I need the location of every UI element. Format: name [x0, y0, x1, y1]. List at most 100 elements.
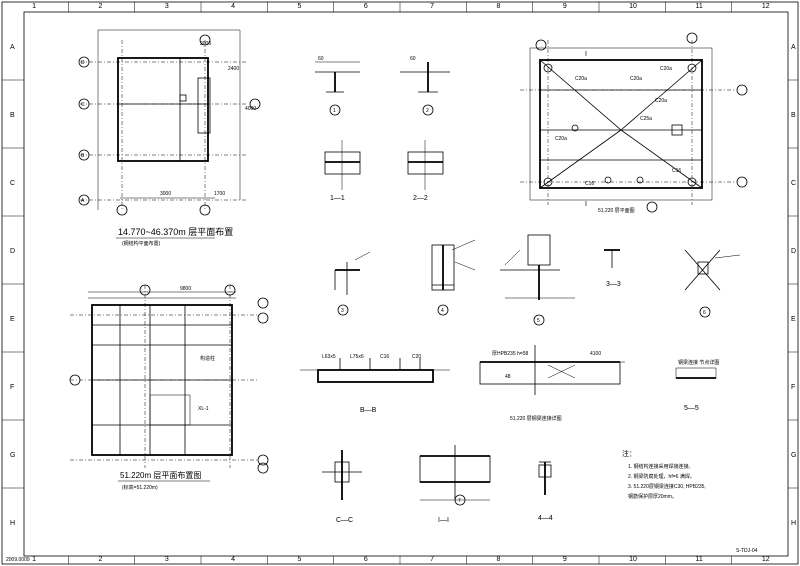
row-grid-label: B: [791, 112, 796, 119]
section-label: 4—4: [538, 515, 553, 522]
section-label: 2—2: [413, 195, 428, 202]
note-item: 1. 钢结构连接采用焊接连接。: [628, 463, 694, 470]
column-grid-label: 3: [165, 3, 169, 10]
svg-text:厚HPB235 h=58: 厚HPB235 h=58: [492, 351, 528, 357]
column-grid-label: 6: [364, 3, 368, 10]
column-grid-label: 7: [430, 556, 434, 563]
member-label: L75x6: [350, 354, 364, 360]
svg-text:1700: 1700: [214, 191, 225, 197]
member-label: C16: [585, 181, 594, 187]
detail-3: 3: [334, 251, 371, 316]
callout-label: 3: [341, 308, 344, 314]
detail-label: 钢梁连接 节点详图: [678, 359, 719, 366]
callout-bubble: 1: [329, 104, 341, 116]
svg-text:2400: 2400: [228, 66, 239, 72]
drawing-code: S-TDJ-04: [736, 548, 758, 554]
section-1-1-drawing: [324, 140, 361, 190]
section-4-4-drawing: [538, 461, 552, 495]
detail-1: 60: [315, 56, 360, 93]
plan-upper-note: (钢结构平面布置): [122, 240, 161, 247]
member-label: C25a: [640, 116, 652, 122]
plan-lower: 9800 构造柱 XL-1: [70, 285, 258, 468]
roof-plan-title: 51.220 层平面图: [598, 208, 635, 214]
row-grid-label: A: [791, 44, 796, 51]
column-grid-label: 5: [298, 556, 302, 563]
member-label: C20a: [655, 98, 667, 104]
callout-label: 7: [458, 498, 461, 504]
detail-4: 4: [431, 239, 476, 316]
row-grid-label: G: [791, 452, 796, 459]
section-c-c-drawing: [322, 450, 362, 500]
detail-5: 5: [500, 234, 575, 326]
row-grid-label: H: [791, 520, 796, 527]
svg-text:3000: 3000: [160, 191, 171, 197]
row-grid-label: C: [10, 180, 15, 187]
svg-text:2000: 2000: [200, 41, 211, 47]
axis-label: D: [81, 60, 85, 66]
row-grid-label: D: [10, 248, 15, 255]
section-label: 3—3: [606, 281, 621, 288]
svg-text:48: 48: [505, 374, 511, 380]
column-grid-label: 12: [762, 556, 770, 563]
row-grid-label: B: [10, 112, 15, 119]
column-grid-label: 9: [563, 556, 567, 563]
notes-block: 注： 1. 钢结构连接采用焊接连接。 2. 钢梁防腐处理，hf=6 满焊。 3.…: [622, 449, 706, 500]
svg-text:4100: 4100: [590, 351, 601, 357]
column-grid-label: 7: [430, 3, 434, 10]
column-grid-label: 2: [99, 3, 103, 10]
member-label: C16: [672, 168, 681, 174]
section-label: B—B: [360, 407, 377, 414]
row-grid-label: E: [10, 316, 15, 323]
detail-6: 6: [684, 249, 741, 318]
plan-upper: 2000 2400 4000 3000 1700: [80, 29, 256, 210]
section-3-3-drawing: [604, 249, 620, 268]
svg-text:60: 60: [318, 56, 324, 62]
svg-text:I: I: [585, 201, 587, 208]
roof-plan-axis-bubbles: I I: [535, 32, 748, 213]
plan-lower-note: (标高=51.220m): [122, 484, 158, 491]
member-label: C20a: [555, 136, 567, 142]
column-grid-label: 2: [99, 556, 103, 563]
note-item: 钢筋保护层厚20mm。: [628, 493, 677, 500]
callout-label: 2: [426, 108, 429, 114]
callout-label: 6: [703, 310, 706, 316]
row-grid-label: F: [791, 384, 795, 391]
column-grid-label: 4: [231, 3, 235, 10]
column-grid-label: 12: [762, 3, 770, 10]
svg-text:4000: 4000: [245, 106, 256, 112]
section-label: I—I: [438, 517, 449, 524]
column-grid-label: 5: [298, 3, 302, 10]
axis-label: C: [81, 102, 85, 108]
column-grid-label: 3: [165, 556, 169, 563]
beam-connection-detail: 厚HPB235 h=58 48 4100: [479, 345, 625, 395]
svg-text:构造柱: 构造柱: [200, 355, 215, 362]
callout-bubble: 2: [422, 104, 434, 116]
column-grid-label: 8: [497, 3, 501, 10]
callout-label: 5: [537, 318, 540, 324]
column-grid-label: 11: [696, 556, 703, 563]
column-grid-label: 11: [696, 3, 703, 10]
member-label: C20a: [660, 66, 672, 72]
row-grid-label: F: [10, 384, 14, 391]
section-2-2-drawing: [407, 140, 444, 190]
row-grid-label: G: [10, 452, 15, 459]
row-grid-label: D: [791, 248, 796, 255]
roof-plan: C20a C20a C20a C20a C20a C25a C16 C16: [520, 40, 735, 205]
notes-heading: 注：: [622, 449, 636, 458]
callout-label: 1: [333, 108, 336, 114]
section-label: C—C: [336, 517, 353, 524]
row-grid-label: A: [10, 44, 15, 51]
column-grid-label: 9: [563, 3, 567, 10]
section-5-5-drawing: 钢梁连接 节点详图: [675, 359, 719, 379]
row-grid-label: E: [791, 316, 796, 323]
sheet-number: 2009.0009: [6, 557, 30, 563]
column-grid-label: 8: [497, 556, 501, 563]
section-label: 5—5: [684, 405, 699, 412]
note-item: 2. 钢梁防腐处理，hf=6 满焊。: [628, 473, 695, 480]
member-label: C20a: [630, 76, 642, 82]
column-grid-label: 10: [629, 556, 637, 563]
row-grid-label: C: [791, 180, 796, 187]
column-grid-label: 1: [32, 3, 36, 10]
svg-text:60: 60: [410, 56, 416, 62]
